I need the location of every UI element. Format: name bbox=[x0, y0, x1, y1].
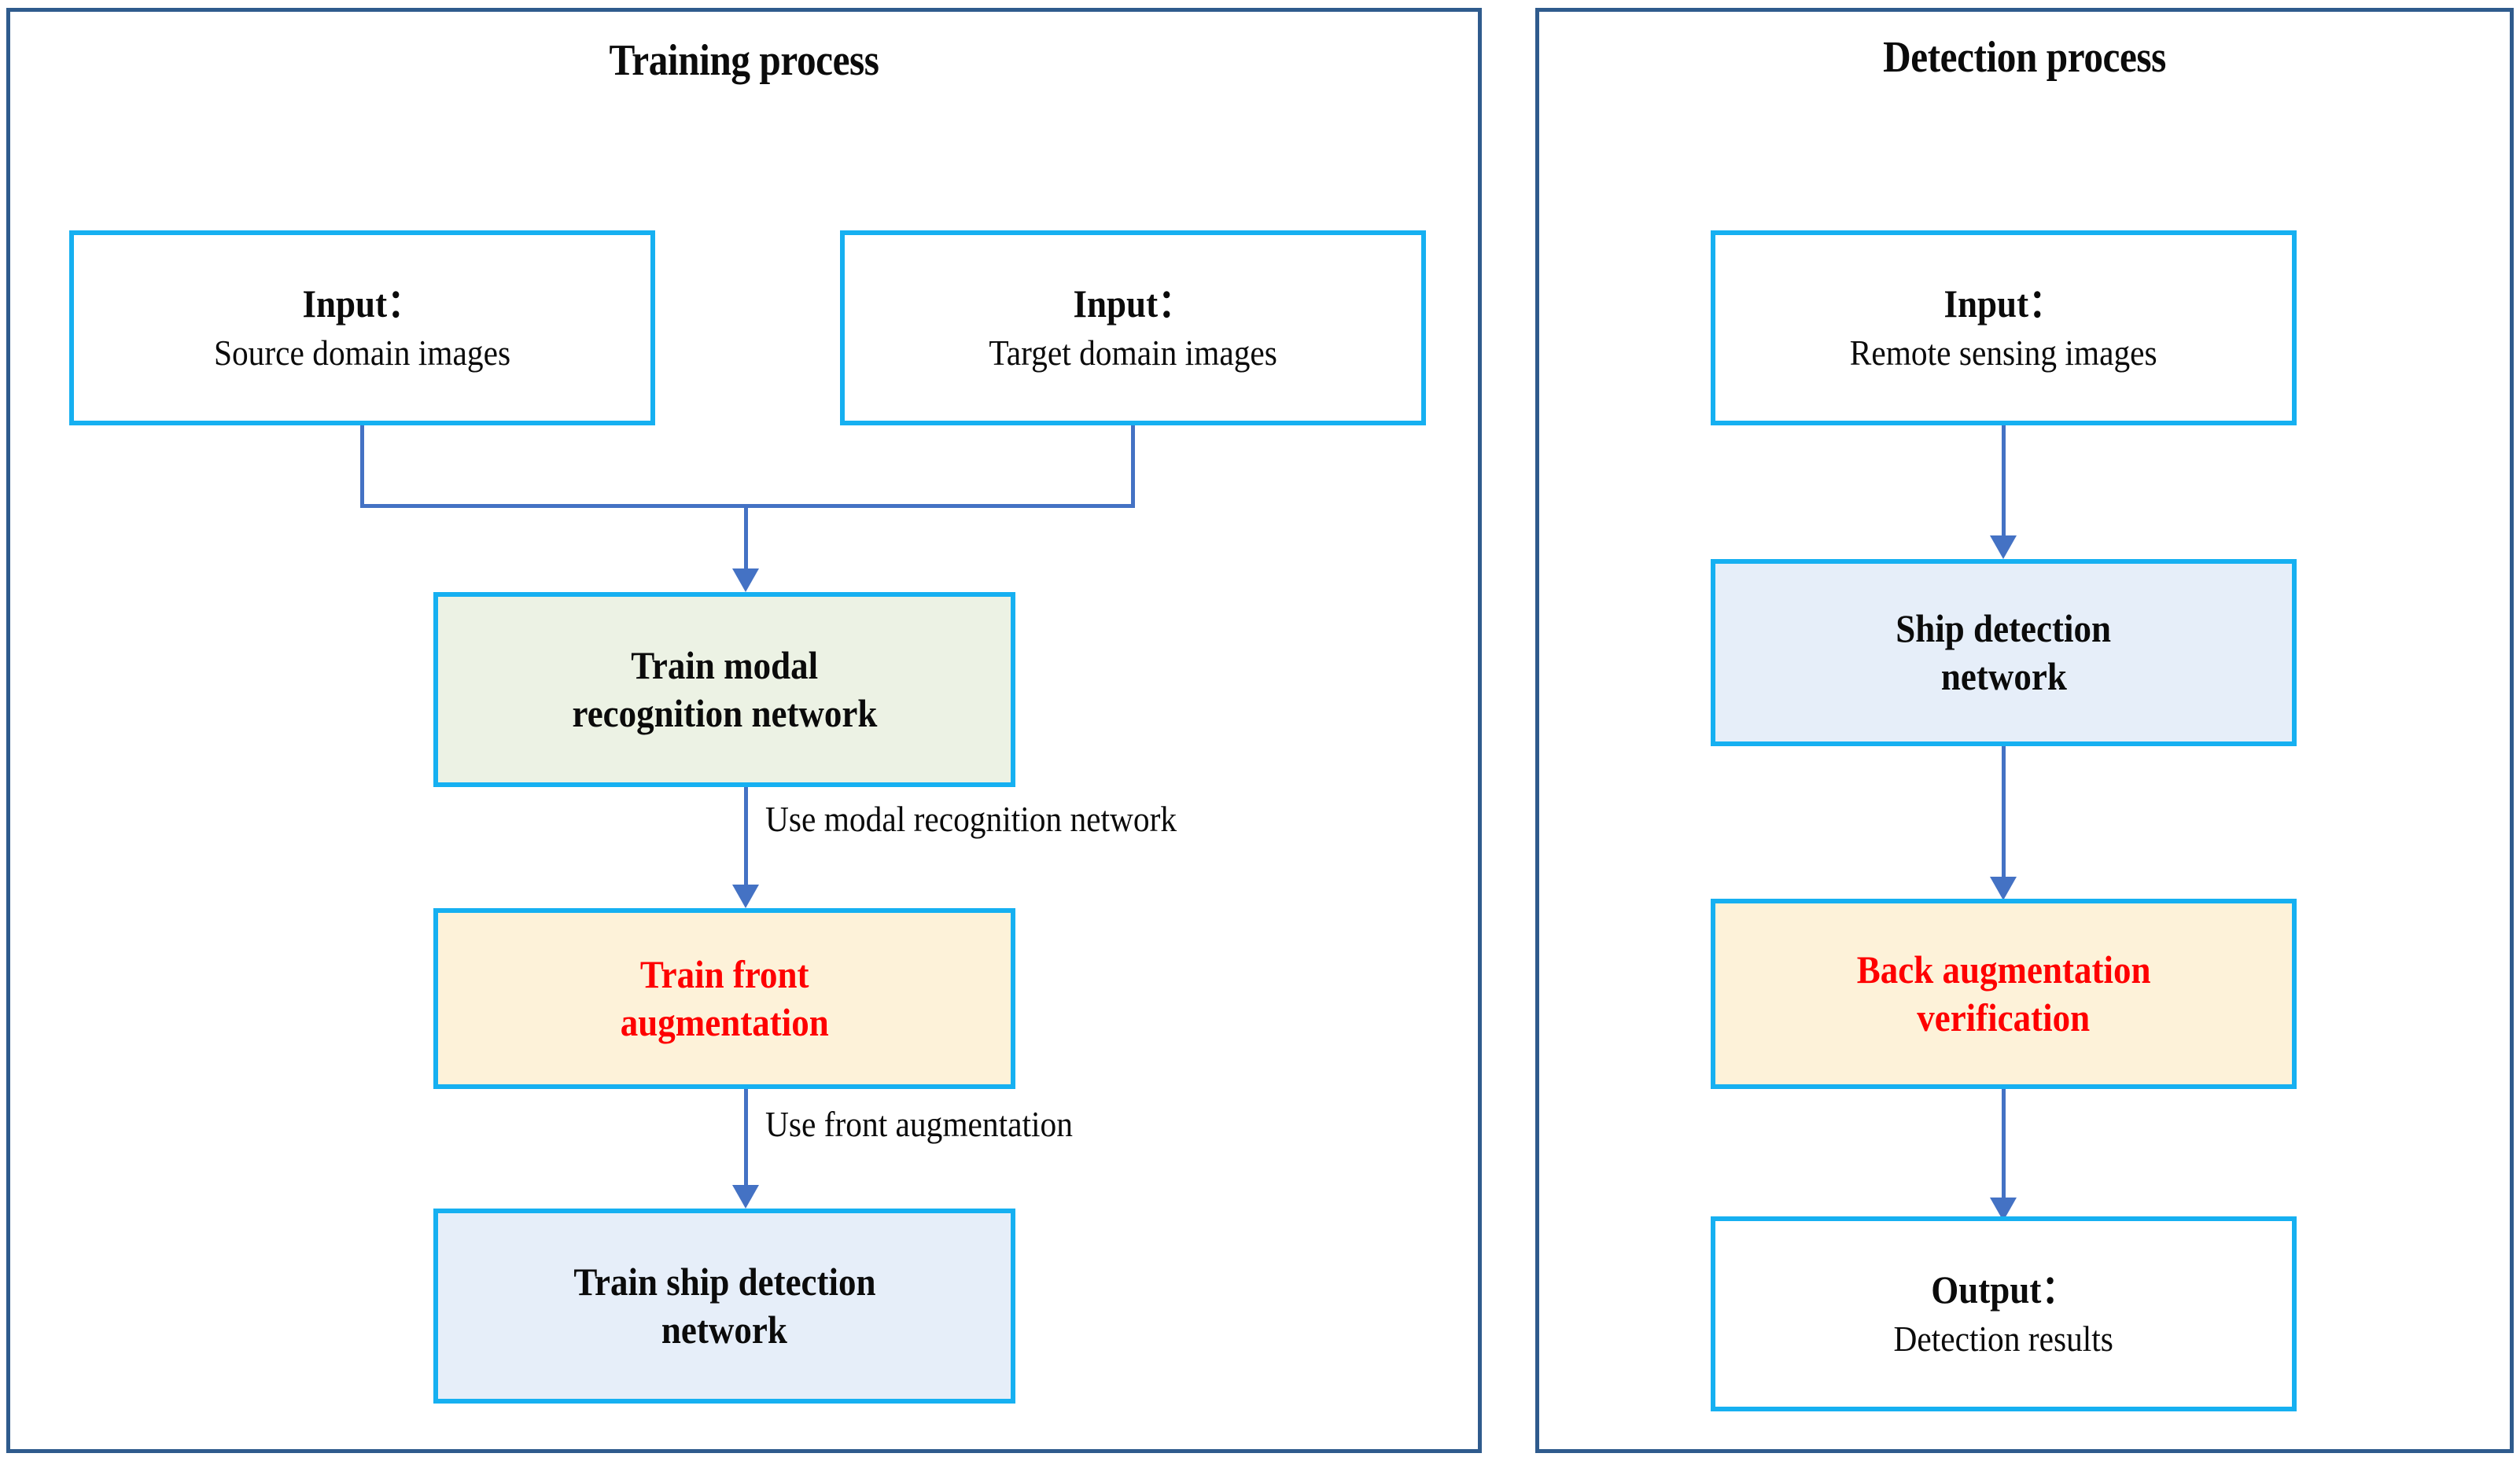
node-back-augmentation-verification[interactable]: Back augmentation verification bbox=[1711, 899, 2297, 1089]
node-input-remote-sensing[interactable]: Input： Remote sensing images bbox=[1711, 230, 2297, 425]
edge-label-use-modal-recognition-network: Use modal recognition network bbox=[765, 799, 1177, 839]
node-ship-detection-line2: network bbox=[1940, 654, 2067, 698]
node-train-modal-line2: recognition network bbox=[572, 691, 877, 735]
connector-back-augmentation-to-output bbox=[2002, 1089, 2006, 1204]
arrowhead-train-modal-to-train-front bbox=[732, 885, 759, 908]
node-ship-detection-network[interactable]: Ship detection network bbox=[1711, 559, 2297, 746]
node-train-front-augmentation[interactable]: Train front augmentation bbox=[433, 908, 1015, 1089]
arrowhead-train-front-to-train-ship bbox=[732, 1185, 759, 1209]
node-input-source-subtext: Source domain images bbox=[213, 333, 511, 373]
node-input-source-domain[interactable]: Input： Source domain images bbox=[69, 230, 655, 425]
node-output-heading: Output： bbox=[1930, 1267, 2077, 1312]
node-train-ship-line2: network bbox=[661, 1308, 787, 1352]
node-train-front-line2: augmentation bbox=[620, 1000, 829, 1044]
connector-source-drop bbox=[360, 425, 364, 507]
connector-merge-to-train-modal bbox=[744, 504, 748, 575]
node-input-source-heading: Input： bbox=[302, 281, 422, 326]
arrowhead-ship-detection-to-back-augmentation bbox=[1990, 877, 2017, 900]
training-process-panel: Training process Input： Source domain im… bbox=[6, 8, 1482, 1453]
node-input-remote-heading: Input： bbox=[1943, 281, 2064, 326]
arrowhead-merge-to-train-modal bbox=[732, 568, 759, 592]
arrowhead-input-to-ship-detection bbox=[1990, 535, 2017, 559]
node-input-target-subtext: Target domain images bbox=[989, 333, 1277, 373]
node-input-target-domain[interactable]: Input： Target domain images bbox=[840, 230, 1426, 425]
node-back-augmentation-line2: verification bbox=[1917, 995, 2091, 1039]
node-train-ship-detection-network[interactable]: Train ship detection network bbox=[433, 1209, 1015, 1404]
connector-input-to-ship-detection bbox=[2002, 425, 2006, 542]
node-train-ship-line1: Train ship detection bbox=[573, 1260, 876, 1304]
node-output-subtext: Detection results bbox=[1893, 1319, 2114, 1359]
connector-train-front-to-train-ship bbox=[744, 1089, 748, 1191]
node-train-modal-line1: Train modal bbox=[631, 643, 818, 687]
node-input-target-heading: Input： bbox=[1073, 281, 1193, 326]
detection-process-panel: Detection process Input： Remote sensing … bbox=[1535, 8, 2514, 1453]
training-panel-title: Training process bbox=[609, 36, 879, 85]
edge-label-use-front-augmentation: Use front augmentation bbox=[765, 1104, 1073, 1144]
connector-train-modal-to-train-front bbox=[744, 787, 748, 891]
detection-panel-title: Detection process bbox=[1883, 33, 2166, 82]
connector-ship-detection-to-back-augmentation bbox=[2002, 746, 2006, 884]
node-ship-detection-line1: Ship detection bbox=[1896, 606, 2112, 650]
node-back-augmentation-line1: Back augmentation bbox=[1856, 947, 2151, 992]
node-train-front-line1: Train front bbox=[639, 952, 809, 996]
connector-target-drop bbox=[1131, 425, 1135, 507]
node-train-modal-recognition-network[interactable]: Train modal recognition network bbox=[433, 592, 1015, 787]
node-input-remote-subtext: Remote sensing images bbox=[1850, 333, 2157, 373]
node-output-detection-results[interactable]: Output： Detection results bbox=[1711, 1216, 2297, 1411]
